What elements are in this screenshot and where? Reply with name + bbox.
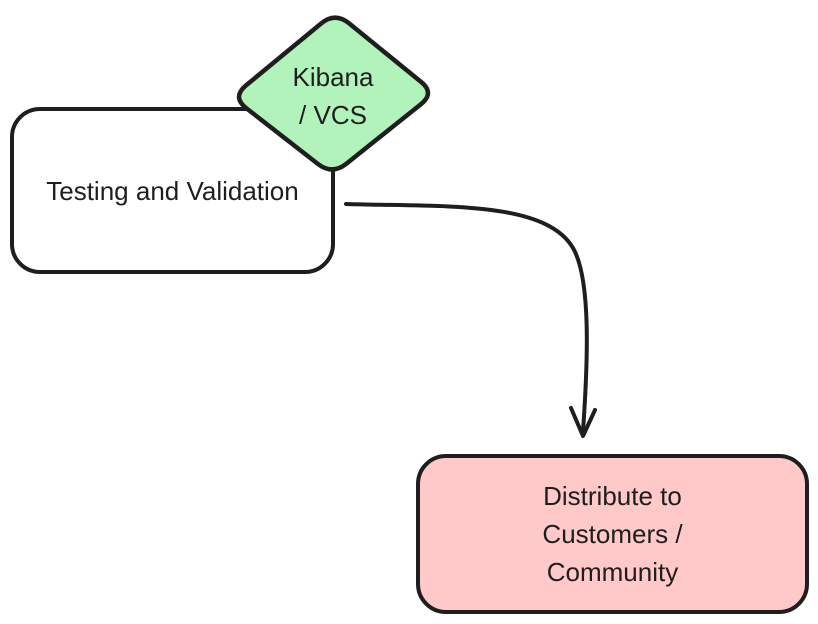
- label-line: / VCS: [299, 100, 367, 130]
- node-kibana-vcs-diamond[interactable]: [236, 15, 431, 172]
- arrowhead-icon: [569, 406, 597, 438]
- node-distribute-to-customers-community[interactable]: Distribute to Customers / Community: [416, 454, 809, 614]
- node-testing-label: Testing and Validation: [46, 175, 299, 206]
- node-kibana-vcs-label: Kibana / VCS: [233, 58, 433, 134]
- label-line: Community: [546, 557, 679, 587]
- node-distribute-label: Distribute to Customers / Community: [542, 477, 682, 591]
- connector-testing-to-distribute[interactable]: [344, 202, 589, 433]
- label-line: Customers /: [542, 519, 683, 549]
- label-line: Distribute to: [543, 481, 682, 511]
- label-line: Kibana: [292, 62, 374, 92]
